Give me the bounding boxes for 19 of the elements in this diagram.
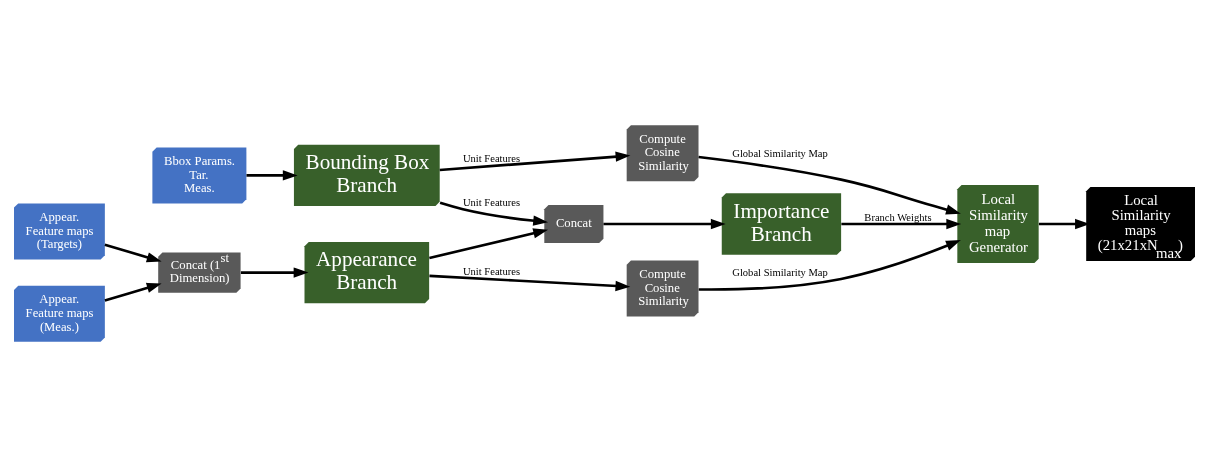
edge-label: Global Similarity Map xyxy=(732,147,828,159)
arrow xyxy=(439,151,631,171)
arrow xyxy=(246,169,298,181)
arrow xyxy=(603,218,726,229)
arrow xyxy=(104,242,162,262)
arrow xyxy=(104,282,162,302)
arrow xyxy=(240,266,309,278)
arrow xyxy=(841,218,962,229)
edge-label: Global Similarity Map xyxy=(732,266,828,278)
arrow xyxy=(439,201,549,226)
arrow xyxy=(429,274,631,291)
edge-label: Unit Features xyxy=(462,265,521,277)
arrow xyxy=(1038,218,1090,229)
edge-label: Unit Features xyxy=(462,152,521,164)
arrow xyxy=(698,239,961,291)
arrow xyxy=(698,155,961,215)
edge-label: Branch Weights xyxy=(864,211,932,223)
arrow xyxy=(429,227,549,259)
edge-label: Unit Features xyxy=(462,196,521,208)
